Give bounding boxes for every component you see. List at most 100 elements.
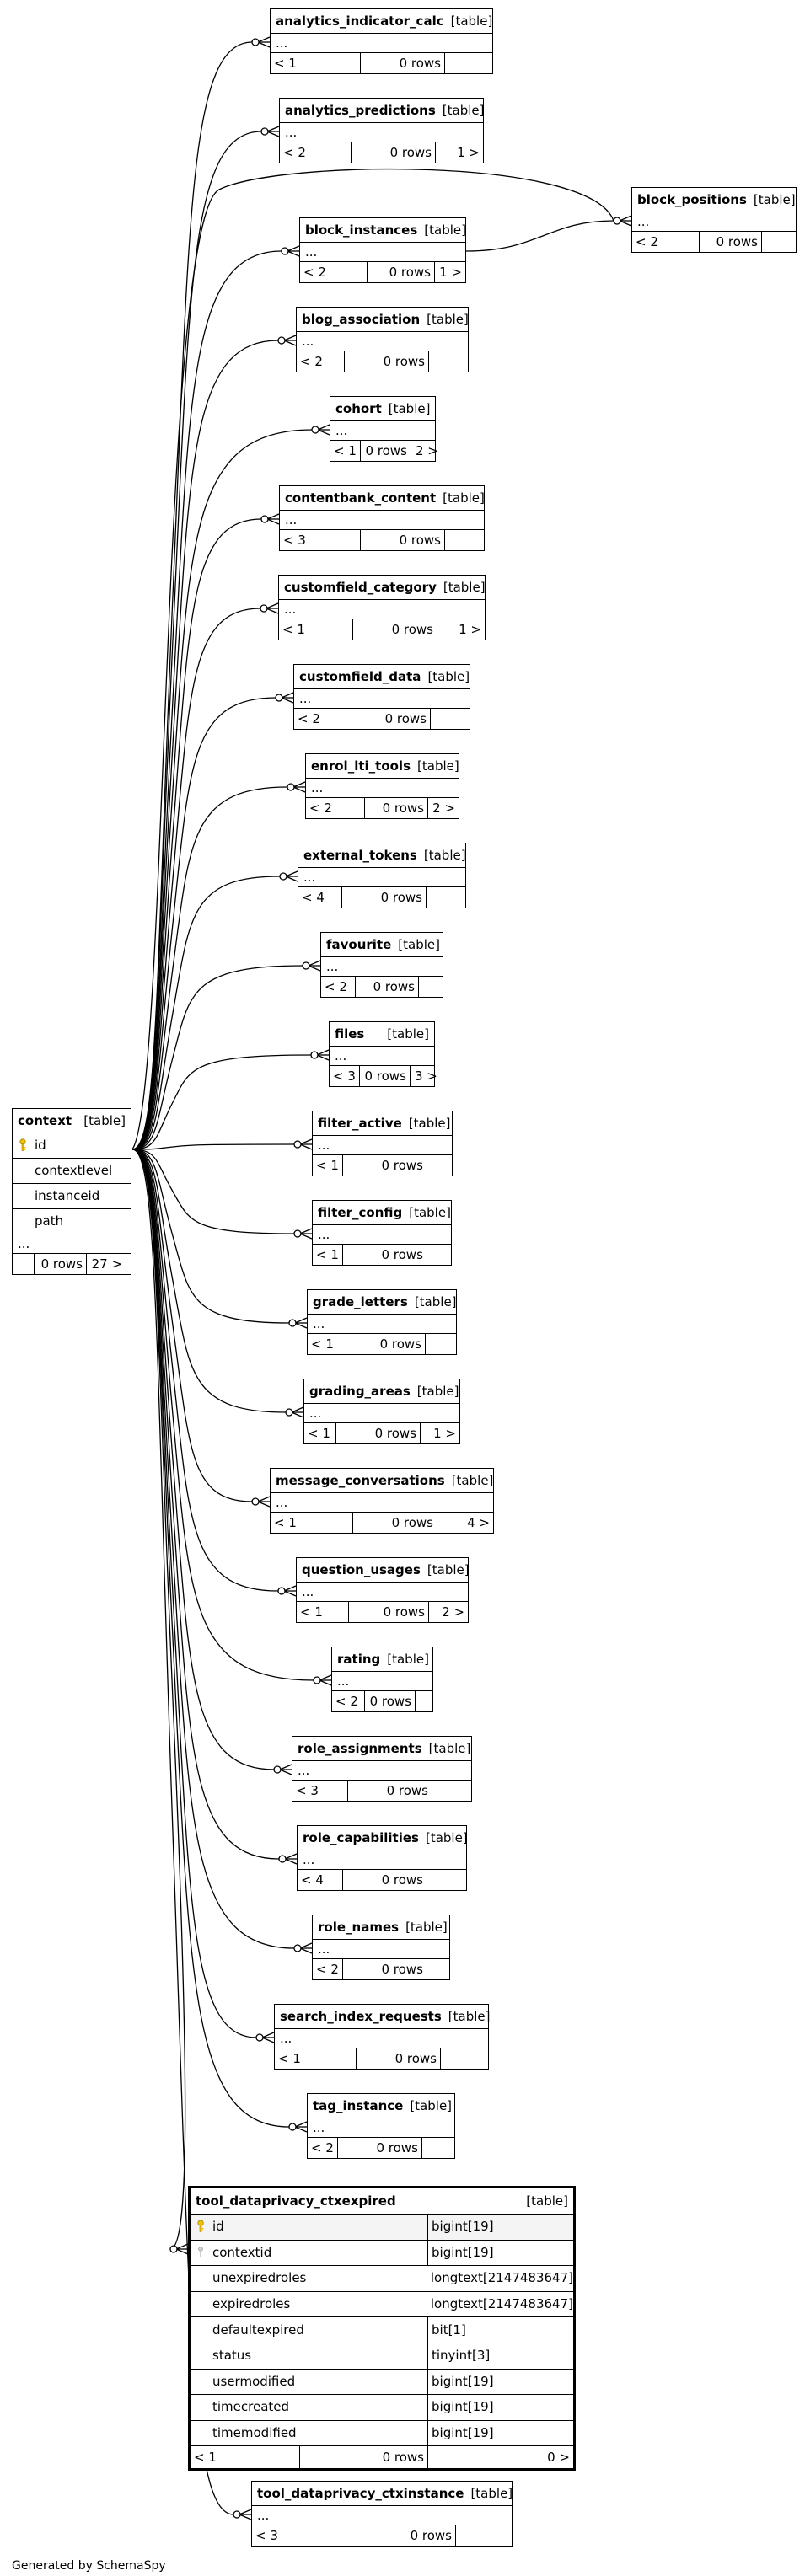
table-context[interactable]: context [table] id contextlevel instance… xyxy=(12,1108,131,1275)
row-count: 0 rows xyxy=(361,530,445,550)
context-external_tokens-crowfoot xyxy=(279,870,298,882)
context-grade_letters-crowfoot xyxy=(288,1317,308,1329)
column-type: bigint[19] xyxy=(432,2425,494,2441)
table-block_positions[interactable]: block_positions [table] ... < 2 0 rows xyxy=(631,187,797,253)
more-columns: ... xyxy=(632,212,796,232)
more-columns: ... xyxy=(313,1225,451,1245)
row-count: 0 rows xyxy=(338,2138,422,2158)
context-contentbank_content-crowfoot xyxy=(260,513,280,525)
parents-count: < 2 xyxy=(632,232,700,252)
parents-count: < 2 xyxy=(280,142,352,163)
parents-count: < 1 xyxy=(275,2048,357,2069)
more-columns: ... xyxy=(313,1136,452,1155)
children-count: 1 > xyxy=(459,621,481,637)
more-columns: ... xyxy=(279,600,485,619)
row-count: 0 rows xyxy=(341,1334,426,1354)
column-type: bigint[19] xyxy=(432,2373,494,2389)
context-tool_dataprivacy_ctxexpired-crowfoot xyxy=(169,2243,189,2255)
context-analytics_indicator_calc-crowfoot xyxy=(251,36,271,48)
column-name-cell: timemodified xyxy=(191,2420,428,2446)
column-name-cell: timecreated xyxy=(191,2395,428,2420)
parents-count: < 2 xyxy=(294,709,346,729)
column-type: bit[1] xyxy=(432,2322,466,2338)
row-count: 0 rows xyxy=(360,1066,411,1086)
table-header: question_usages[table] xyxy=(297,1558,470,1583)
row-count: 0 rows xyxy=(352,142,436,163)
row-count: 0 rows xyxy=(361,441,411,461)
column-type: bigint[19] xyxy=(432,2219,494,2235)
context-favourite-crowfoot xyxy=(302,960,321,972)
table-kind: [table] xyxy=(83,1112,126,1128)
table-footer: 0 rows 27 > xyxy=(13,1254,131,1274)
children-count xyxy=(427,1245,458,1265)
parents-count xyxy=(13,1254,35,1274)
context-tag_instance-crowfoot xyxy=(288,2121,308,2133)
more-columns: ... xyxy=(297,332,468,351)
table-name: files xyxy=(335,1026,365,1042)
parents-count: < 1 xyxy=(304,1423,336,1443)
table-name: contentbank_content xyxy=(285,490,437,506)
children-count xyxy=(429,351,468,372)
children-count xyxy=(441,2048,488,2069)
context-analytics_predictions-edge xyxy=(131,131,262,1150)
context-favourite-edge xyxy=(131,965,303,1150)
table-tool_dataprivacy_ctxinstance[interactable]: tool_dataprivacy_ctxinstance[table]...< … xyxy=(251,2481,513,2547)
context-enrol_lti_tools-crowfoot xyxy=(287,781,306,793)
children-count xyxy=(422,2138,461,2158)
context-files-edge xyxy=(131,1054,312,1150)
context-grading_areas-edge xyxy=(131,1149,287,1413)
table-name: question_usages xyxy=(302,1561,421,1577)
children-count xyxy=(427,1155,458,1176)
children-count: 2 > xyxy=(432,800,455,816)
context-role_capabilities-crowfoot xyxy=(278,1853,298,1865)
table-name: role_capabilities xyxy=(303,1829,419,1845)
table-name: block_positions xyxy=(637,191,747,207)
row-count: 0 rows xyxy=(356,977,419,997)
more-columns: ... xyxy=(280,123,483,142)
table-kind: [table] xyxy=(448,2008,491,2024)
more-columns: ... xyxy=(298,868,465,887)
table-name: tool_dataprivacy_ctxexpired xyxy=(196,2193,396,2209)
row-count: 0 rows xyxy=(346,709,431,729)
table-name: tag_instance xyxy=(313,2097,404,2113)
table-header: filter_active[table] xyxy=(313,1111,452,1136)
table-kind: [table] xyxy=(423,847,466,863)
more-columns: ... xyxy=(271,1493,493,1513)
column-name-cell: usermodified xyxy=(191,2369,428,2395)
context-customfield_category-crowfoot xyxy=(260,602,279,614)
children-count xyxy=(456,2525,512,2546)
